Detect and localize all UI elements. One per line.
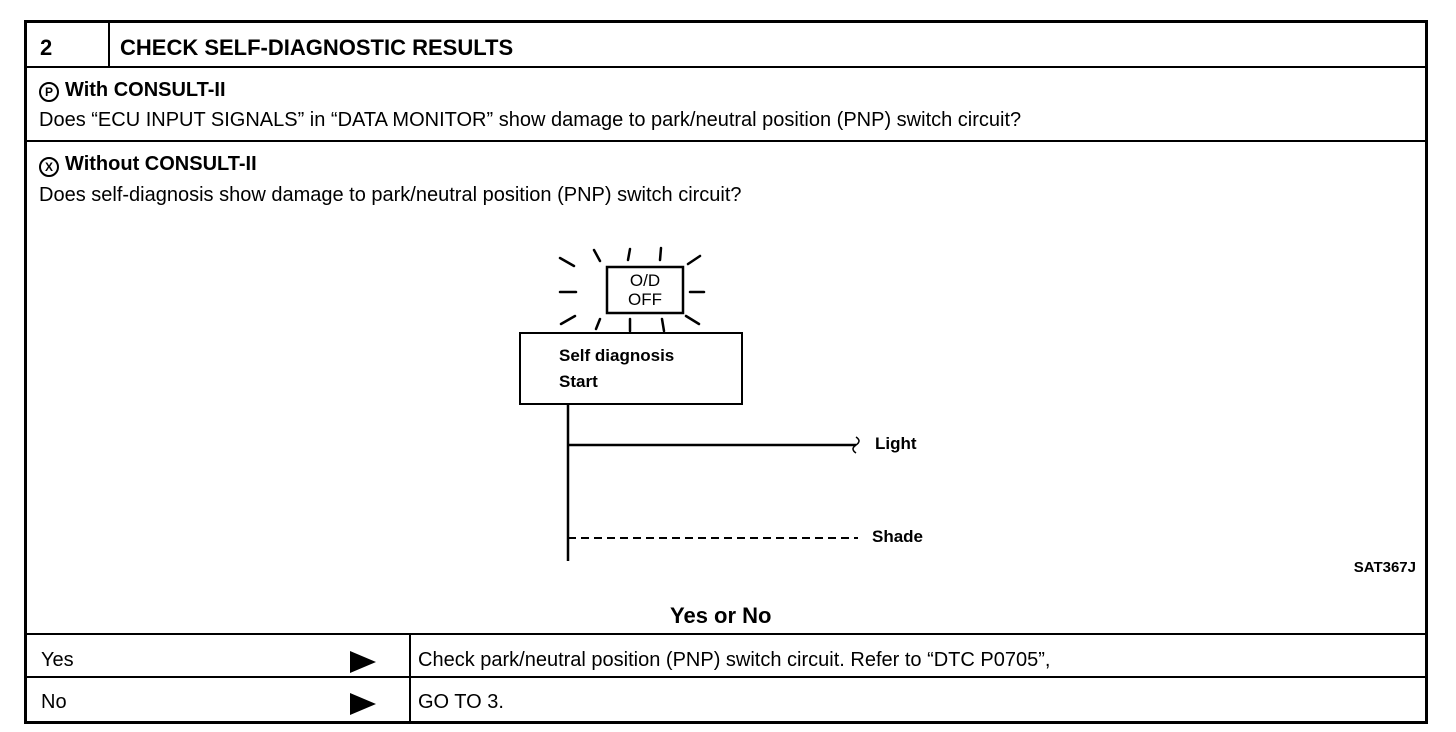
lamp-label-line1: O/D (630, 271, 660, 290)
section-rule (27, 140, 1425, 142)
od-off-lamp-icon: O/D OFF (605, 265, 685, 315)
figure-id: SAT367J (1354, 559, 1416, 576)
with-consult-question: Does “ECU INPUT SIGNALS” in “DATA MONITO… (39, 109, 1022, 131)
action-yes: Check park/neutral position (PNP) switch… (418, 649, 1051, 671)
without-consult-heading: Without CONSULT-II (65, 153, 257, 175)
header-divider (108, 23, 110, 67)
diagnostic-table: 2 CHECK SELF-DIAGNOSTIC RESULTS P With C… (24, 20, 1428, 724)
no-tool-icon: X (39, 157, 59, 177)
light-label: Light (875, 434, 917, 453)
answer-yes: Yes (41, 649, 74, 671)
with-consult-heading: With CONSULT-II (65, 79, 226, 101)
step-title: CHECK SELF-DIAGNOSTIC RESULTS (120, 35, 514, 60)
decision-prompt: Yes or No (670, 603, 772, 628)
decision-rule (27, 633, 1425, 635)
step-number: 2 (40, 35, 53, 60)
answer-no: No (41, 691, 67, 713)
arrow-right-icon (350, 693, 376, 715)
decision-column-divider (409, 634, 411, 724)
box-label-line2: Start (559, 372, 598, 391)
self-diagnosis-box (519, 332, 743, 405)
action-no: GO TO 3. (418, 691, 504, 713)
box-label-line1: Self diagnosis (559, 346, 674, 365)
without-consult-question: Does self-diagnosis show damage to park/… (39, 184, 742, 206)
line-break-icon (852, 436, 860, 454)
shade-label: Shade (872, 527, 923, 546)
flashing-rays-icon (558, 246, 706, 333)
lamp-label-line2: OFF (628, 290, 662, 309)
arrow-right-icon (350, 651, 376, 673)
row-rule (27, 676, 1425, 678)
consult-tool-icon: P (39, 82, 59, 102)
header-rule (27, 66, 1425, 68)
